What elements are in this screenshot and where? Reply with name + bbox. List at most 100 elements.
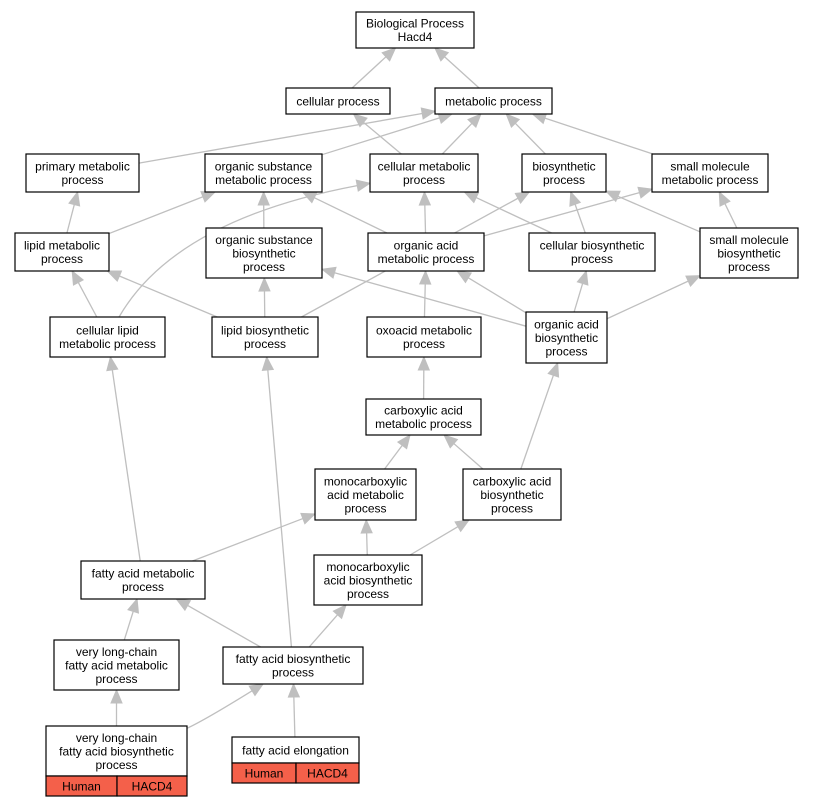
arrowhead-carboxylic_acid_metabolic-to-oxoacid_metabolic [417,355,431,371]
node-box [528,232,656,272]
node-label-line: primary metabolic [35,160,130,174]
node-label-line: biosynthetic [717,246,780,260]
arrowhead-carboxylic_acid_biosynthetic-to-carboxylic_acid_metabolic [443,434,459,449]
arrowhead-lipid_metabolic-to-organic_substance_metabolic [200,191,217,203]
edge-fatty_acid_biosynthetic-to-lipid_biosynthetic [267,369,293,648]
node-box [434,87,553,115]
node-box [365,398,482,436]
node-label-line: Biological Process [366,17,464,31]
node-label-line: metabolic process [215,173,312,187]
node-cellular-process[interactable]: cellular process [285,87,391,115]
edge-cellular_metabolic-to-metabolic_process [441,122,473,155]
edge-fatty_acid_elongation-to-fatty_acid_biosynthetic [293,696,296,738]
node-box [367,232,485,272]
arrowhead-carboxylic_acid_biosynthetic-to-organic_acid_biosynthetic [547,361,560,378]
node-box [14,232,110,272]
node-box [462,468,562,521]
arrowhead-fatty_acid_elongation-to-fatty_acid_biosynthetic [287,682,301,698]
edge-small_molecule_metabolic-to-metabolic_process [544,117,654,155]
node-label-line: oxoacid metabolic [376,324,472,338]
node-box [525,311,608,364]
node-label-line: process [344,501,386,515]
edge-lipid_metabolic-to-organic_substance_metabolic [108,196,204,235]
edge-metabolic_process-to-root [444,56,480,89]
edge-small_molecule_biosynthetic-to-small_molecule_metabolic [724,203,738,229]
edge-vlc_fatty_acid_metabolic-to-fatty_acid_metabolic [123,611,134,641]
node-box [211,316,319,358]
node-label-line: small molecule [670,160,750,174]
arrowhead-fatty_acid_metabolic-to-cellular_lipid_metabolic [106,355,119,372]
node-label-line: organic substance [215,233,313,247]
node-box [80,560,206,600]
edge-organic_acid_biosynthetic-to-small_molecule_biosynthetic [606,280,689,320]
arrowhead-monocarboxylic_acid_biosynthetic-to-monocarboxylic_acid_metabolic [360,518,373,534]
node-box [521,153,607,193]
arrowhead-oxoacid_metabolic-to-organic_acid_metabolic [418,269,432,285]
node-label-line: fatty acid elongation [242,743,349,757]
edge-fatty_acid_biosynthetic-to-monocarboxylic_acid_biosynthetic [308,614,338,648]
edge-fatty_acid_biosynthetic-to-fatty_acid_metabolic [187,604,261,648]
node-metabolic-process[interactable]: metabolic process [434,87,553,115]
edge-organic_acid_metabolic-to-organic_substance_metabolic [313,197,388,234]
arrowhead-small_molecule_biosynthetic-to-small_molecule_metabolic [718,190,731,207]
node-label-line: process [95,672,137,686]
arrowhead-fatty_acid_metabolic-to-monocarboxylic_acid_metabolic [300,512,317,525]
edge-vlc_fatty_acid_biosynthetic-to-fatty_acid_biosynthetic [186,690,253,729]
arrowhead-organic_substance_biosynthetic-to-organic_substance_metabolic [257,190,270,206]
node-label-line: fatty acid biosynthetic [236,652,351,666]
node-label-line: process [403,337,445,351]
node-label-line: very long-chain [76,731,157,745]
arrowhead-cellular_biosynthetic-to-biosynthetic [569,190,582,207]
node-label-line: metabolic process [378,252,475,266]
arrowhead-lipid_biosynthetic-to-biosynthetic [514,191,531,204]
node-box [651,153,769,193]
gene-tag: HACD4 [307,766,348,780]
arrowhead-primary_metabolic-to-metabolic_process [420,107,437,120]
node-label-line: organic acid [394,239,459,253]
annotation-tag-cell [295,762,360,784]
node-label-line: process [244,337,286,351]
node-label-line: fatty acid metabolic [92,567,195,581]
node-label-line: process [728,260,770,274]
node-label-line: very long-chain [76,645,157,659]
node-label-line: biosynthetic [532,160,595,174]
node-label-line: process [122,580,164,594]
node-label-line: fatty acid metabolic [65,658,168,672]
edge-organic_acid_biosynthetic-to-organic_substance_biosynthetic [334,272,527,327]
edge-carboxylic_acid_biosynthetic-to-carboxylic_acid_metabolic [453,443,484,470]
edge-biosynthetic-to-metabolic_process [514,122,546,155]
arrowhead-monocarboxylic_acid_metabolic-to-carboxylic_acid_metabolic [396,433,411,450]
edge-monocarboxylic_acid_biosynthetic-to-carboxylic_acid_biosynthetic [409,526,459,556]
node-label-line: process [571,252,613,266]
node-label-line: metabolic process [59,337,156,351]
edge-oxoacid_metabolic-to-organic_acid_metabolic [423,283,426,318]
arrowhead-biosynthetic-to-metabolic_process [505,113,521,129]
node-label-line: acid biosynthetic [324,573,413,587]
arrowhead-organic_acid_metabolic-to-small_molecule_metabolic [637,186,654,199]
node-label-line: lipid biosynthetic [221,324,309,338]
